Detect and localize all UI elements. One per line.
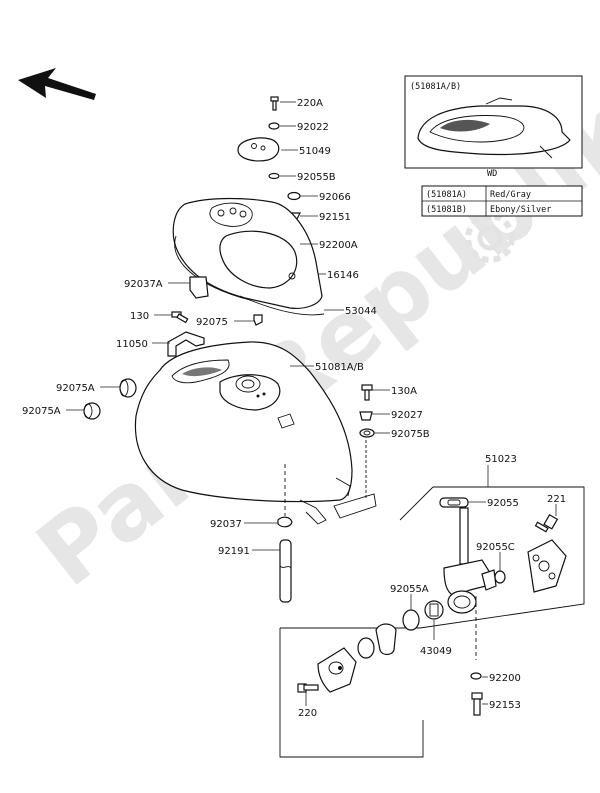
label-92055C: 92055C bbox=[476, 542, 515, 553]
part-92075A-cushion-1 bbox=[119, 378, 137, 398]
part-92055B-oring bbox=[268, 172, 280, 180]
label-51049: 51049 bbox=[299, 146, 331, 157]
part-92027-washer bbox=[359, 411, 373, 421]
part-221-screw bbox=[534, 513, 559, 533]
part-130A-bolt bbox=[361, 384, 373, 401]
label-92055A: 92055A bbox=[390, 584, 429, 595]
part-53044-gasket bbox=[239, 295, 325, 316]
label-92055: 92055 bbox=[487, 498, 519, 509]
label-11050: 11050 bbox=[116, 339, 148, 350]
part-220A-screw bbox=[270, 96, 279, 111]
leader-lines bbox=[66, 101, 557, 706]
label-220: 220 bbox=[298, 708, 317, 719]
part-flange-plate bbox=[317, 647, 357, 693]
front-direction-arrow-icon bbox=[18, 68, 96, 100]
label-92066: 92066 bbox=[319, 192, 351, 203]
part-92075B-grommet bbox=[359, 428, 375, 438]
part-92037A-clip bbox=[189, 276, 209, 299]
part-92153-bolt bbox=[471, 692, 483, 716]
part-92200-washer bbox=[470, 672, 482, 680]
label-130: 130 bbox=[130, 311, 149, 322]
label-51023: 51023 bbox=[485, 454, 517, 465]
inset-title: (51081A/B) bbox=[410, 82, 461, 92]
label-220A: 220A bbox=[297, 98, 323, 109]
part-elbow-fitting bbox=[357, 623, 397, 659]
label-92027: 92027 bbox=[391, 410, 423, 421]
part-92075-grommet bbox=[253, 314, 263, 326]
label-92151: 92151 bbox=[319, 212, 351, 223]
label-51081AB: 51081A/B bbox=[315, 362, 364, 373]
label-221: 221 bbox=[547, 494, 566, 505]
inset-tank-drawing bbox=[417, 97, 571, 159]
inset-caption: WD bbox=[487, 169, 497, 179]
petcock-assembly-box bbox=[279, 465, 585, 758]
label-92153: 92153 bbox=[489, 700, 521, 711]
label-16146: 16146 bbox=[327, 270, 359, 281]
part-labels: 220A 92022 51049 92055B 92066 92151 9220… bbox=[22, 98, 566, 719]
gear-icon bbox=[465, 213, 515, 263]
label-92037: 92037 bbox=[210, 519, 242, 530]
label-43049: 43049 bbox=[420, 646, 452, 657]
part-16146-console bbox=[172, 197, 323, 309]
part-cover-plate bbox=[527, 539, 567, 593]
variant-color-a: Red/Gray bbox=[490, 190, 531, 200]
part-92022-washer bbox=[268, 122, 280, 130]
label-92075: 92075 bbox=[196, 317, 228, 328]
part-43049-lever bbox=[424, 600, 444, 620]
label-92037A: 92037A bbox=[124, 279, 163, 290]
part-130-bolt bbox=[171, 311, 189, 324]
label-92075B: 92075B bbox=[391, 429, 430, 440]
inset-box: (51081A/B) WD (51081A) Red/Gray (51081B)… bbox=[404, 75, 583, 217]
label-92191: 92191 bbox=[218, 546, 250, 557]
part-51049-cap bbox=[237, 137, 280, 162]
label-92200: 92200 bbox=[489, 673, 521, 684]
variant-code-b: (51081B) bbox=[426, 205, 467, 215]
part-92055C-oring bbox=[494, 570, 506, 584]
part-92055A-oring bbox=[402, 609, 420, 631]
part-92066-ring bbox=[287, 191, 301, 201]
label-53044: 53044 bbox=[345, 306, 377, 317]
part-92055-gasket bbox=[439, 497, 469, 508]
variant-code-a: (51081A) bbox=[426, 190, 467, 200]
variant-color-b: Ebony/Silver bbox=[490, 205, 551, 215]
label-130A: 130A bbox=[391, 386, 417, 397]
label-92075A-2: 92075A bbox=[22, 406, 61, 417]
label-92075A-1: 92075A bbox=[56, 383, 95, 394]
part-92075A-cushion-2 bbox=[83, 402, 101, 420]
part-petcock-valve bbox=[443, 507, 497, 660]
part-51081AB-fuel-tank bbox=[134, 341, 377, 525]
part-220-screw bbox=[297, 683, 319, 693]
label-92200A: 92200A bbox=[319, 240, 358, 251]
part-92191-hose bbox=[279, 539, 292, 603]
label-92022: 92022 bbox=[297, 122, 329, 133]
part-11050-bracket bbox=[167, 331, 205, 357]
label-92055B: 92055B bbox=[297, 172, 336, 183]
part-92037-clip bbox=[277, 464, 293, 528]
